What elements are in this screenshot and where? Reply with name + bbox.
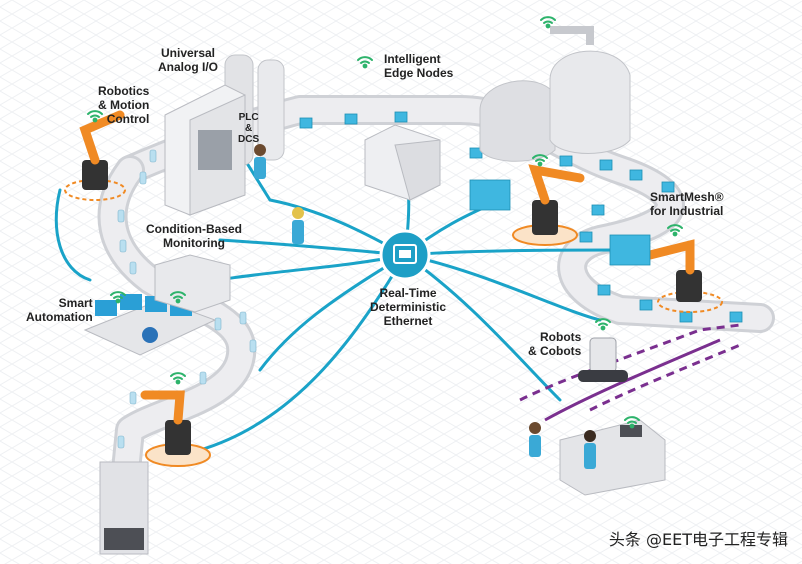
edge-node-enclosure	[364, 124, 441, 201]
monitoring-station	[154, 254, 231, 313]
label-condition-based-monitoring: Condition-Based Monitoring	[146, 222, 242, 250]
label-real-time-ethernet: Real-Time Deterministic Ethernet	[370, 286, 447, 328]
conveyor-bottles	[117, 149, 257, 449]
label-smartmesh: SmartMesh® for Industrial	[650, 190, 724, 218]
pallet-boxes	[469, 179, 651, 266]
label-robots-cobots: Robots & Cobots	[528, 330, 582, 358]
cobot-icon	[578, 337, 628, 382]
ethernet-hub-icon	[379, 229, 431, 281]
exit-chute	[99, 461, 149, 555]
robot-arm-icon	[512, 164, 585, 246]
robot-arm-icon	[140, 390, 211, 467]
watermark: 头条 @EET电子工程专辑	[608, 530, 788, 549]
robot-arm-icon	[645, 239, 723, 313]
robot-arm-icon	[64, 110, 126, 201]
label-robotics-motion-control: Robotics & Motion Control	[98, 84, 150, 126]
label-intelligent-edge-nodes: Intelligent Edge Nodes	[384, 52, 454, 80]
conveyor-boxes	[299, 111, 743, 323]
worker-icon	[254, 144, 596, 469]
label-universal-analog-io: Universal Analog I/O	[158, 46, 218, 74]
cabinet-icon	[164, 84, 246, 216]
wifi-icon	[87, 16, 683, 429]
label-plc-dcs: PLC & DCS	[238, 112, 260, 145]
label-smart-automation: Smart Automation	[26, 296, 93, 324]
